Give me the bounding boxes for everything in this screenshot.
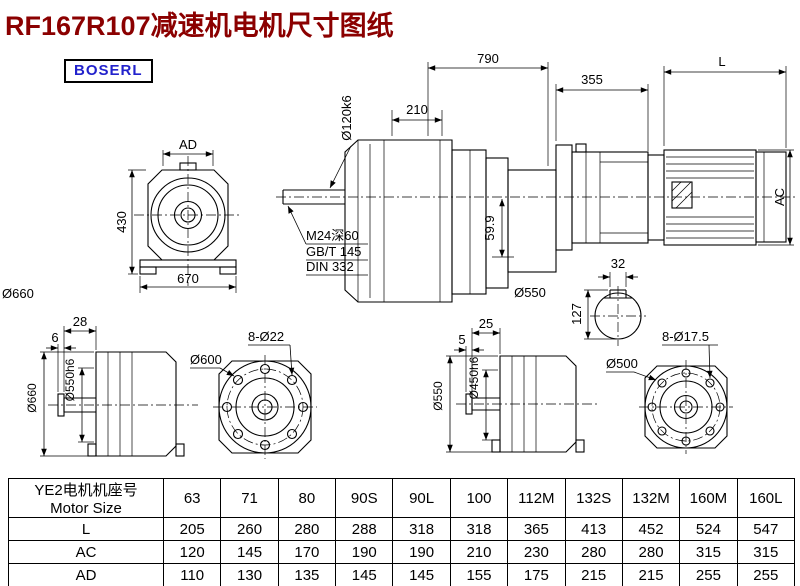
dim-670: 670 [177, 271, 199, 286]
dim-cell: 315 [736, 540, 796, 564]
dim-cell: 318 [449, 517, 509, 541]
dim-cell: 210 [449, 540, 509, 564]
dim-cell: 230 [507, 540, 566, 564]
dim-cell: 547 [736, 517, 796, 541]
dim-cell: 205 [162, 517, 222, 541]
rear-view-r107: 25 5 Ø550 Ø450h6 [431, 316, 598, 453]
rear-view-gearbox: 28 6 Ø660 Ø550h6 [25, 314, 198, 457]
dim-5: 5 [458, 332, 465, 347]
dim-ad: AD [179, 137, 197, 152]
dim-210: 210 [406, 102, 428, 117]
size-col-header: 132S [564, 478, 623, 518]
row-label: AD [8, 563, 164, 586]
table-header-row: YE2电机机座号 Motor Size 63 71 80 90S 90L 100… [8, 478, 796, 518]
dim-cell: 280 [621, 540, 681, 564]
dim-cell: 524 [679, 517, 738, 541]
dim-450h6: Ø450h6 [467, 356, 481, 399]
dim-550-label: Ø550 [514, 285, 546, 300]
size-col-header: 160M [679, 478, 738, 518]
dim-cell: 288 [335, 517, 394, 541]
dim-cell: 190 [392, 540, 451, 564]
dim-cell: 110 [162, 563, 222, 586]
dim-cell: 255 [679, 563, 738, 586]
dim-cell: 170 [277, 540, 337, 564]
row-label: L [8, 517, 164, 541]
size-col-header: 132M [621, 478, 681, 518]
size-col-header: 160L [736, 478, 796, 518]
size-col-header: 71 [220, 478, 279, 518]
dim-355: 355 [581, 72, 603, 87]
size-col-header: 90L [392, 478, 451, 518]
dim-cell: 135 [277, 563, 337, 586]
size-col-header: 100 [449, 478, 509, 518]
dim-cell: 318 [392, 517, 451, 541]
brand-logo: BOSERL [64, 59, 153, 83]
dim-127: 127 [569, 303, 584, 325]
motor-size-header-en: Motor Size [50, 500, 122, 517]
table-row-AD: AD 110 130 135 145 145 155 175 215 215 2… [8, 563, 796, 586]
dim-cell: 145 [335, 563, 394, 586]
size-col-header: 80 [277, 478, 337, 518]
dim-550h6: Ø550h6 [63, 358, 77, 401]
dim-cell: 215 [621, 563, 681, 586]
front-view: AD 430 670 Ø660 [2, 137, 242, 301]
dim-shaft-diameter: Ø120k6 [339, 95, 354, 141]
standard-din: DIN 332 [306, 259, 354, 274]
dim-500: Ø500 [606, 356, 638, 371]
dim-660-label: Ø660 [2, 286, 34, 301]
row-label: AC [8, 540, 164, 564]
dim-cell: 413 [564, 517, 623, 541]
dim-cell: 260 [220, 517, 279, 541]
motor-size-header: YE2电机机座号 Motor Size [8, 478, 164, 518]
shaft-section-view: 32 127 [569, 256, 646, 346]
dim-cell: 130 [220, 563, 279, 586]
flange-view-2: Ø500 8-Ø17.5 [606, 329, 733, 454]
dim-AC: AC [772, 188, 787, 206]
dim-cell: 145 [392, 563, 451, 586]
dim-cell: 280 [564, 540, 623, 564]
size-col-header: 90S [335, 478, 394, 518]
dim-600: Ø600 [190, 352, 222, 367]
table-row-AC: AC 120 145 170 190 190 210 230 280 280 3… [8, 540, 796, 564]
size-col-header: 63 [162, 478, 222, 518]
table-row-L: L 205 260 280 288 318 318 365 413 452 52… [8, 517, 796, 541]
standard-gbt: GB/T 145 [306, 244, 361, 259]
dim-cell: 255 [736, 563, 796, 586]
dim-cell: 215 [564, 563, 623, 586]
dim-6: 6 [51, 330, 58, 345]
dim-59-9: 59.9 [482, 215, 497, 240]
dim-660-rear: Ø660 [25, 383, 39, 413]
dim-cell: 145 [220, 540, 279, 564]
dim-cell: 155 [449, 563, 509, 586]
flange-view-1: Ø600 8-Ø22 [190, 329, 317, 459]
dim-cell: 315 [679, 540, 738, 564]
size-col-header: 112M [507, 478, 566, 518]
dim-L: L [718, 54, 725, 69]
dim-cell: 190 [335, 540, 394, 564]
dim-550-rear: Ø550 [431, 381, 445, 411]
motor-size-header-cn: YE2电机机座号 [34, 482, 138, 499]
motor-dimension-table: YE2电机机座号 Motor Size 63 71 80 90S 90L 100… [8, 478, 796, 586]
side-view: 790 210 Ø120k6 M24深60 GB/T 145 DIN 332 5… [276, 51, 795, 303]
dim-28: 28 [73, 314, 87, 329]
dim-cell: 365 [507, 517, 566, 541]
dim-430: 430 [114, 211, 129, 233]
tap-spec: M24深60 [306, 228, 359, 243]
dim-key-width: 32 [611, 256, 625, 271]
dim-cell: 452 [621, 517, 681, 541]
dim-790: 790 [477, 51, 499, 66]
page-title: RF167R107减速机电机尺寸图纸 [5, 11, 394, 41]
dim-25: 25 [479, 316, 493, 331]
dim-cell: 280 [277, 517, 337, 541]
dim-cell: 120 [162, 540, 222, 564]
dim-cell: 175 [507, 563, 566, 586]
dim-bolt-holes-1: 8-Ø22 [248, 329, 284, 344]
technical-drawing: AD 430 670 Ø660 [2, 51, 795, 459]
dim-bolt-holes-2: 8-Ø17.5 [662, 329, 709, 344]
